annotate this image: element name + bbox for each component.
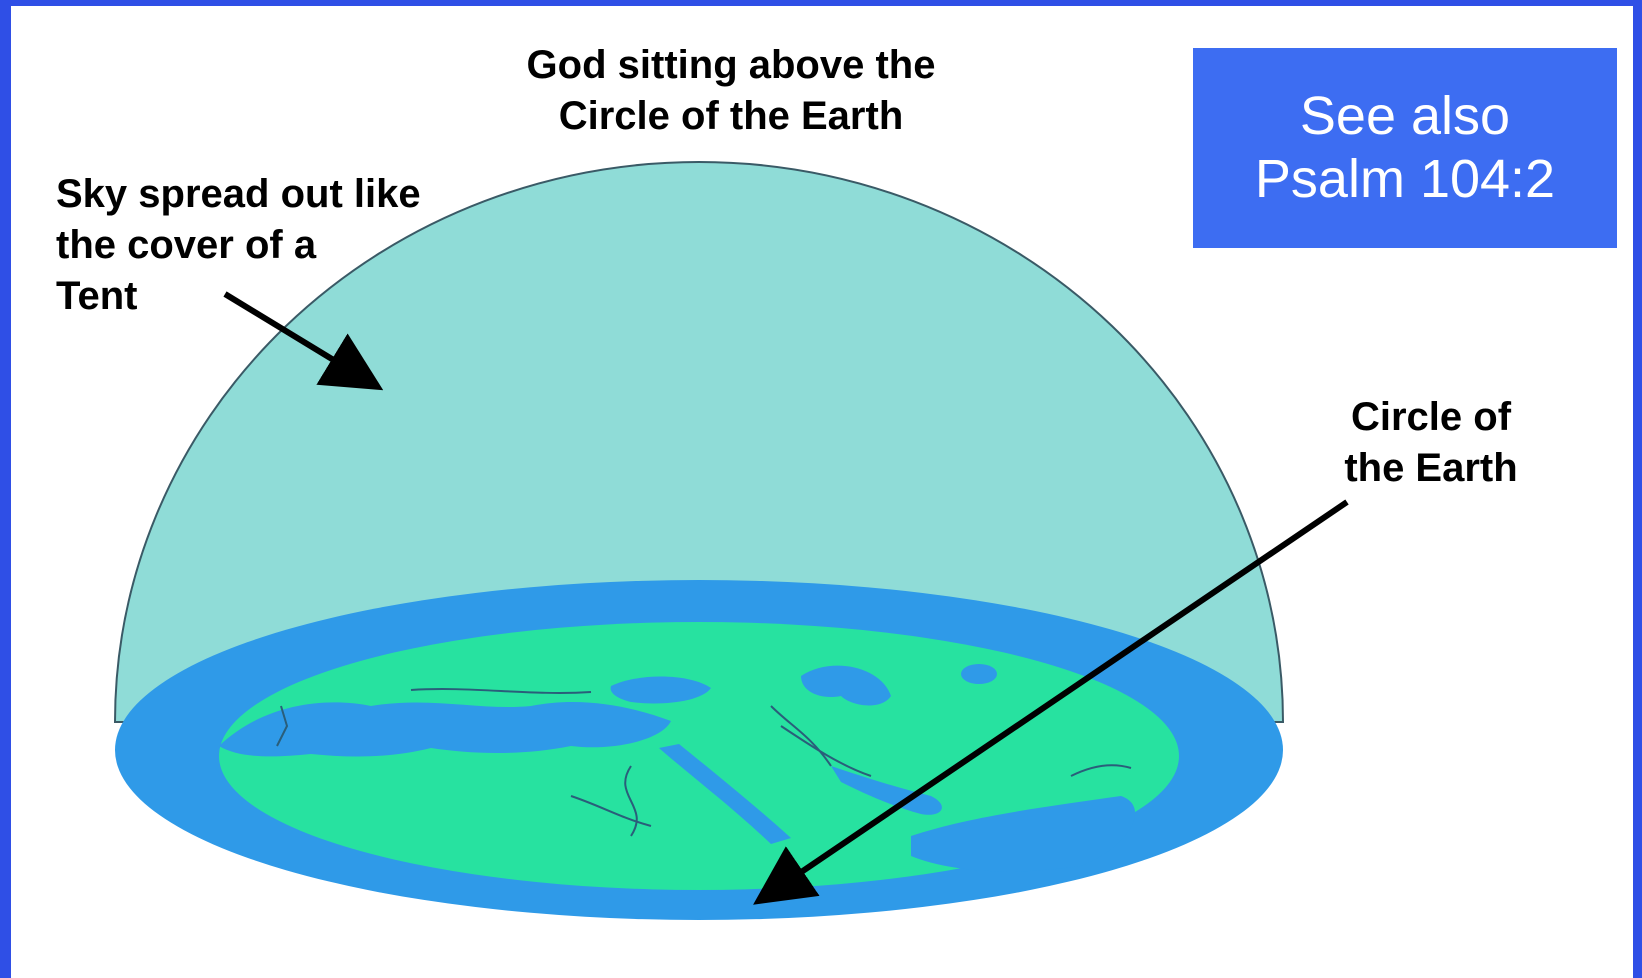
rivers [276,688,1132,837]
flat-earth-diagram [113,161,1349,920]
earth-pointer-arrow [753,499,1349,905]
black-sea [610,676,711,704]
sky-pointer-arrow [223,291,384,391]
seas [219,664,1136,872]
callout-text: See also Psalm 104:2 [1254,86,1556,209]
sky-tent-label: Sky spread out like the cover of a Tent [56,172,421,318]
persian-gulf [831,766,942,815]
slide-canvas: God sitting above the Circle of the Eart… [11,6,1633,978]
mediterranean-sea [219,701,671,757]
god-above-label: God sitting above the Circle of the Eart… [526,43,936,138]
sky-dome [113,161,1285,723]
caspian-sea [801,665,891,706]
psalm-reference-callout: See also Psalm 104:2 [1193,48,1617,248]
aral-sea [961,664,997,684]
circle-of-earth-label: Circle of the Earth [1344,395,1518,490]
red-sea [659,744,791,844]
arabian-sea [911,796,1136,872]
